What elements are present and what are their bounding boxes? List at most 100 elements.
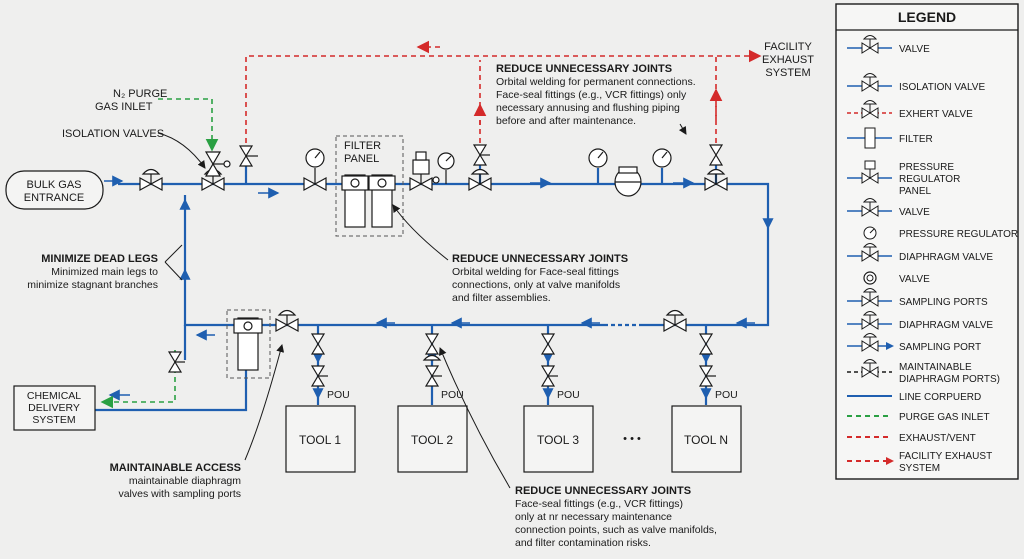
facility-exhaust-label-1: FACILITY xyxy=(764,41,812,53)
ring-valve-icon xyxy=(863,271,877,285)
n2-purge-label-2: GAS INLET xyxy=(95,101,153,113)
diaphragm-valve-icon xyxy=(614,166,642,197)
isolation-valve-icon xyxy=(847,73,892,92)
return-valve-icon xyxy=(663,309,687,333)
legend-icons xyxy=(847,35,894,465)
legend-label: DIAPHRAGM PORTS) xyxy=(899,374,1000,385)
legend-label: PANEL xyxy=(899,186,931,197)
return-filter xyxy=(226,309,271,379)
legend-label: LINE CORPUERD xyxy=(899,392,981,403)
pou-label-3: POU xyxy=(557,389,580,401)
maintainable-valve-icon xyxy=(275,309,299,333)
dead-legs-line-2: minimize stagnant branches xyxy=(27,279,158,291)
chemical-label-3: SYSTEM xyxy=(32,414,75,426)
top-note-line-1: Orbital welding for permanent connection… xyxy=(496,76,696,88)
pressure-gauge-2-icon xyxy=(652,148,672,168)
top-note-line-3: necessary annusing and flushing piping xyxy=(496,102,680,114)
valve-icon xyxy=(847,35,892,54)
tool-1-label: TOOL 1 xyxy=(299,433,341,447)
facility-exhaust-label-3: SYSTEM xyxy=(765,67,810,79)
filter-panel-label-2: PANEL xyxy=(344,153,379,165)
bottom-note-line-4: and filter contamination risks. xyxy=(515,537,651,549)
legend-title: LEGEND xyxy=(898,9,956,25)
legend-label: EXHERT VALVE xyxy=(899,109,973,120)
maintainable-diaphragm-icon xyxy=(847,359,892,378)
pou-valve-n-icon xyxy=(698,333,716,387)
bottom-note-title: REDUCE UNNECESSARY JOINTS xyxy=(515,485,691,497)
right-exhaust-valve-icon xyxy=(704,144,728,192)
exhaust-valve-icon xyxy=(238,145,258,167)
legend-label: VALVE xyxy=(899,44,930,55)
valves xyxy=(139,144,728,387)
top-note-line-4: before and after maintenance. xyxy=(496,115,636,127)
diaphragm-valve-icon xyxy=(847,243,892,262)
legend-label: VALVE xyxy=(899,207,930,218)
chemical-label-1: CHEMICAL xyxy=(27,390,81,402)
legend-label: PRESSURE REGULATOR xyxy=(899,229,1018,240)
legend-label: SAMPLING PORTS xyxy=(899,297,988,308)
filter-icon xyxy=(847,127,892,149)
middle-note-line-3: and filter assemblies. xyxy=(452,292,551,304)
leader-lines xyxy=(157,123,687,489)
maintainable-line-2: valves with sampling ports xyxy=(118,488,241,500)
legend xyxy=(835,3,1019,480)
flow-arrows xyxy=(104,175,774,401)
legend-label: SYSTEM xyxy=(899,463,940,474)
legend-label: EXHAUST/VENT xyxy=(899,433,976,444)
line-red-arrow xyxy=(847,457,894,465)
pou-label-n: POU xyxy=(715,389,738,401)
maintainable-line-1: maintainable diaphragm xyxy=(129,475,241,487)
filter-panel xyxy=(335,135,404,237)
legend-label: PURGE GAS INLET xyxy=(899,412,990,423)
tool-2-label: TOOL 2 xyxy=(411,433,453,447)
more-tools-ellipsis: • • • xyxy=(623,433,641,445)
bottom-note-line-3: connection points, such as valve manifol… xyxy=(515,524,717,536)
top-note-line-2: Face-seal fittings (e.g., VCR fittings) … xyxy=(496,89,687,101)
pou-valve-2-icon xyxy=(422,333,442,387)
bottom-note-line-1: Face-seal fittings (e.g., VCR fittings) xyxy=(515,498,683,510)
chemical-label-2: DELIVERY xyxy=(28,402,80,414)
top-note-title: REDUCE UNNECESSARY JOINTS xyxy=(496,63,672,75)
middle-note-line-2: connections, only at valve manifolds xyxy=(452,279,620,291)
diaphragm-valve-icon xyxy=(847,311,892,330)
bottom-note-line-2: only at nr necessary maintenance xyxy=(515,511,672,523)
tool-n-label: TOOL N xyxy=(684,433,728,447)
isolation-valve-icon xyxy=(201,151,231,192)
exhaust-branch-valve-icon xyxy=(468,144,492,192)
legend-label: SAMPLING PORT xyxy=(899,342,981,353)
pou-label-2: POU xyxy=(441,389,464,401)
maintainable-title: MAINTAINABLE ACCESS xyxy=(110,462,241,474)
inlet-valve-icon xyxy=(139,168,163,192)
pou-valve-1-icon xyxy=(310,333,328,387)
legend-label: VALVE xyxy=(899,274,930,285)
pou-valve-3-icon xyxy=(540,333,558,387)
isolation-valves-label: ISOLATION VALVES xyxy=(62,128,164,140)
legend-label: ISOLATION VALVE xyxy=(899,82,985,93)
legend-label: DIAPHRAGM VALVE xyxy=(899,252,993,263)
filter-inlet-valve-icon xyxy=(303,148,327,192)
bulk-gas-label: BULK GAS xyxy=(26,179,81,191)
bulk-gas-box xyxy=(5,170,104,210)
n2-purge-label: N₂ PURGE xyxy=(113,88,167,100)
pressure-regulator-icon xyxy=(412,151,430,184)
dead-legs-title: MINIMIZE DEAD LEGS xyxy=(41,253,158,265)
exhaust-valve-icon xyxy=(847,100,892,119)
dead-legs-line-1: Minimized main legs to xyxy=(51,266,158,278)
pressure-regulator-panel-icon xyxy=(847,160,892,184)
bulk-gas-label-2: ENTRANCE xyxy=(24,192,85,204)
legend-label: MAINTAINABLE xyxy=(899,362,972,373)
legend-label: FACILITY EXHAUST xyxy=(899,451,992,462)
legend-label: DIAPHRAGM VALVE xyxy=(899,320,993,331)
pressure-gauge-icon xyxy=(588,148,608,168)
sampling-port-arrow-icon xyxy=(847,333,894,352)
middle-note-line-1: Orbital welding for Face-seal fittings xyxy=(452,266,619,278)
sampling-port-icon xyxy=(847,288,892,307)
tools xyxy=(285,405,742,473)
pressure-gauge-icon xyxy=(863,226,877,240)
regulator-gauge-icon xyxy=(432,152,455,184)
middle-note-title: REDUCE UNNECESSARY JOINTS xyxy=(452,253,628,265)
tool-3-label: TOOL 3 xyxy=(537,433,579,447)
